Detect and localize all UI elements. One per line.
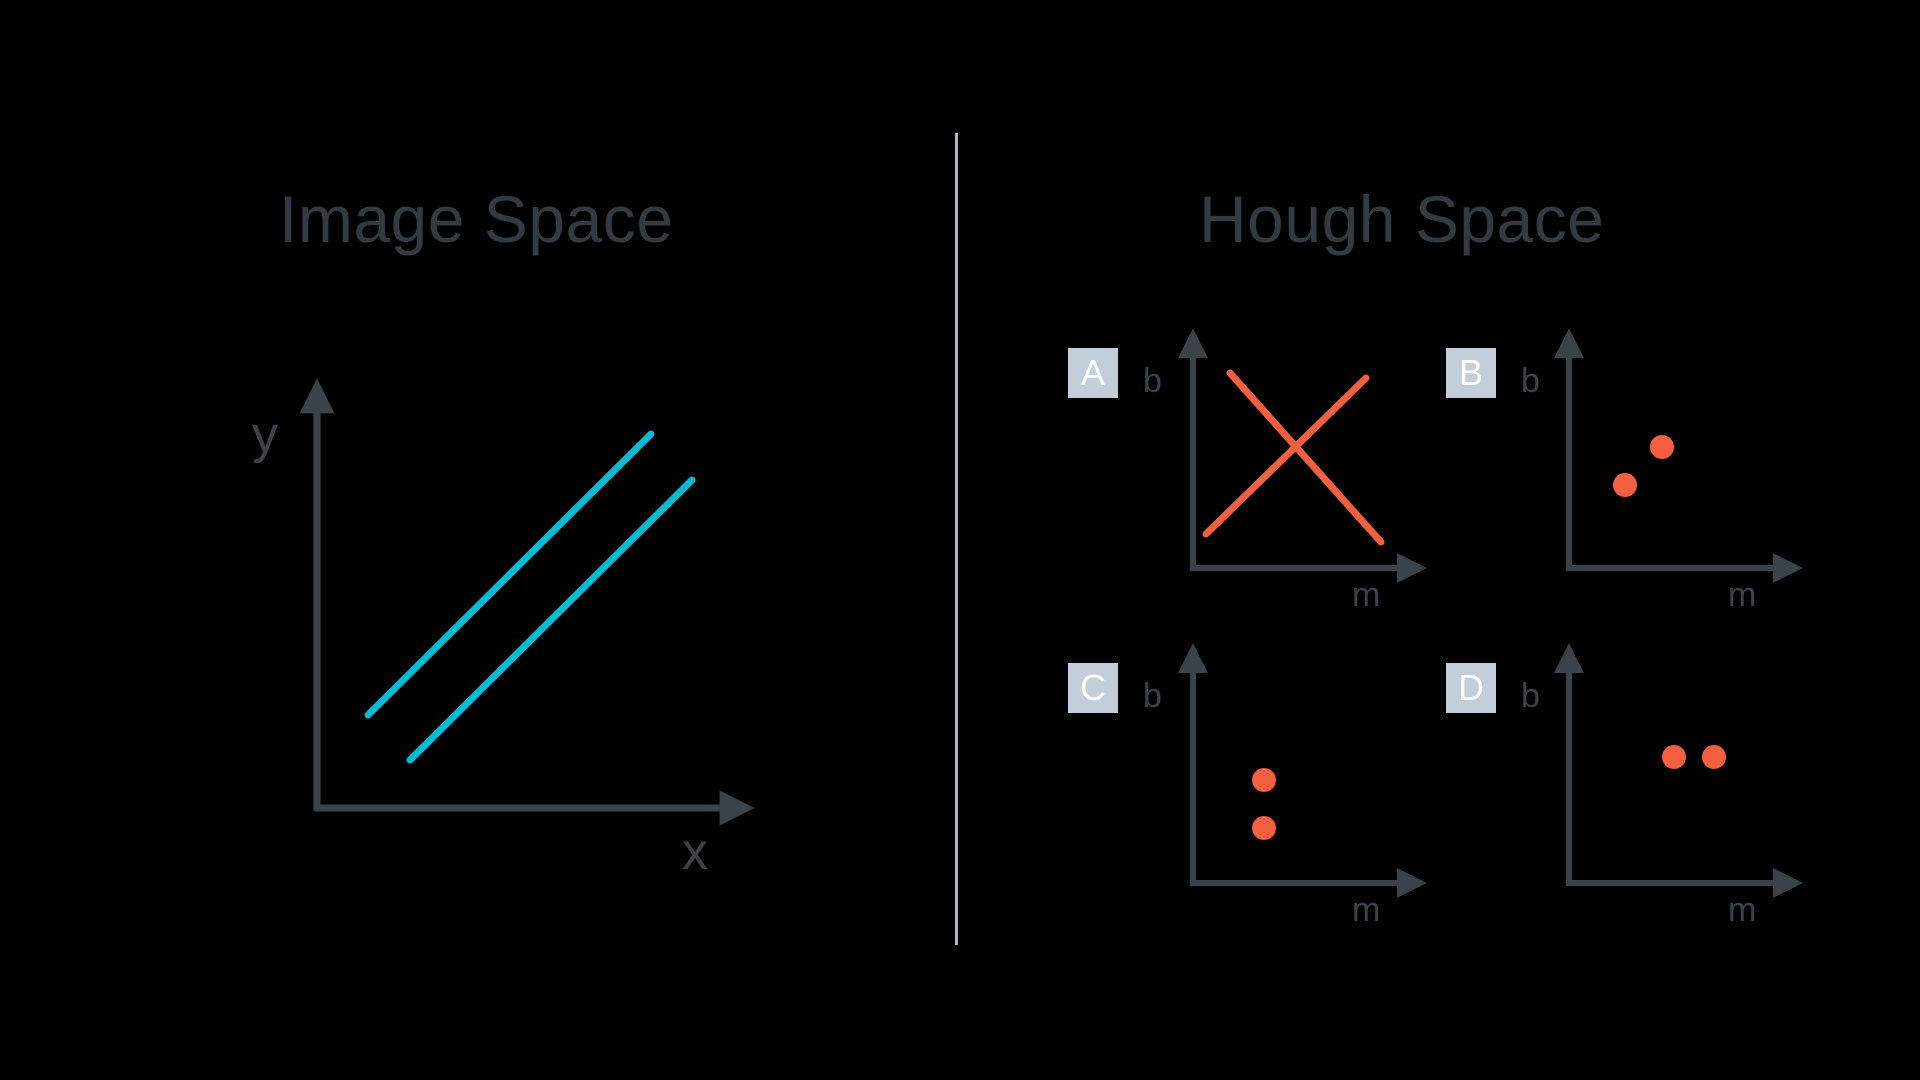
panel-b-point-2 bbox=[1650, 435, 1674, 459]
hough-panel-d-plot bbox=[1554, 643, 1803, 898]
panel-c-y-axis-label: b bbox=[1143, 677, 1162, 715]
hough-panel-c-plot bbox=[1178, 643, 1427, 898]
panel-a-badge: A bbox=[1068, 348, 1118, 398]
panel-a-line-1 bbox=[1202, 374, 1370, 538]
panel-d-point-2 bbox=[1702, 745, 1726, 769]
image-space-title: Image Space bbox=[279, 182, 674, 256]
image-space-x-axis-label: x bbox=[682, 823, 708, 881]
image-space-y-axis-label: y bbox=[252, 406, 278, 464]
panel-a-x-axis-label: m bbox=[1352, 576, 1381, 614]
panel-d-x-axis-label: m bbox=[1728, 891, 1757, 929]
panel-b-y-axis-label: b bbox=[1521, 362, 1540, 400]
panel-a-y-axis-label: b bbox=[1143, 362, 1162, 400]
panel-b-point-1 bbox=[1613, 473, 1637, 497]
panel-c-badge: C bbox=[1068, 663, 1118, 713]
panel-d-y-axis-label: b bbox=[1521, 677, 1540, 715]
hough-panel-a-plot bbox=[1178, 328, 1427, 583]
panel-a-line-2 bbox=[1226, 369, 1385, 546]
panel-b-x-axis-label: m bbox=[1728, 576, 1757, 614]
panel-b-badge: B bbox=[1446, 348, 1496, 398]
image-space-line-2 bbox=[406, 476, 696, 764]
image-space-line-1 bbox=[364, 430, 655, 719]
panel-c-point-2 bbox=[1252, 816, 1276, 840]
vertical-divider bbox=[955, 133, 958, 945]
hough-panel-b-plot bbox=[1554, 328, 1803, 583]
panel-d-point-1 bbox=[1662, 745, 1686, 769]
image-space-plot bbox=[299, 378, 755, 826]
hough-space-title: Hough Space bbox=[1199, 182, 1605, 256]
panel-c-point-1 bbox=[1252, 768, 1276, 792]
panel-d-badge: D bbox=[1446, 663, 1496, 713]
panel-c-x-axis-label: m bbox=[1352, 891, 1381, 929]
